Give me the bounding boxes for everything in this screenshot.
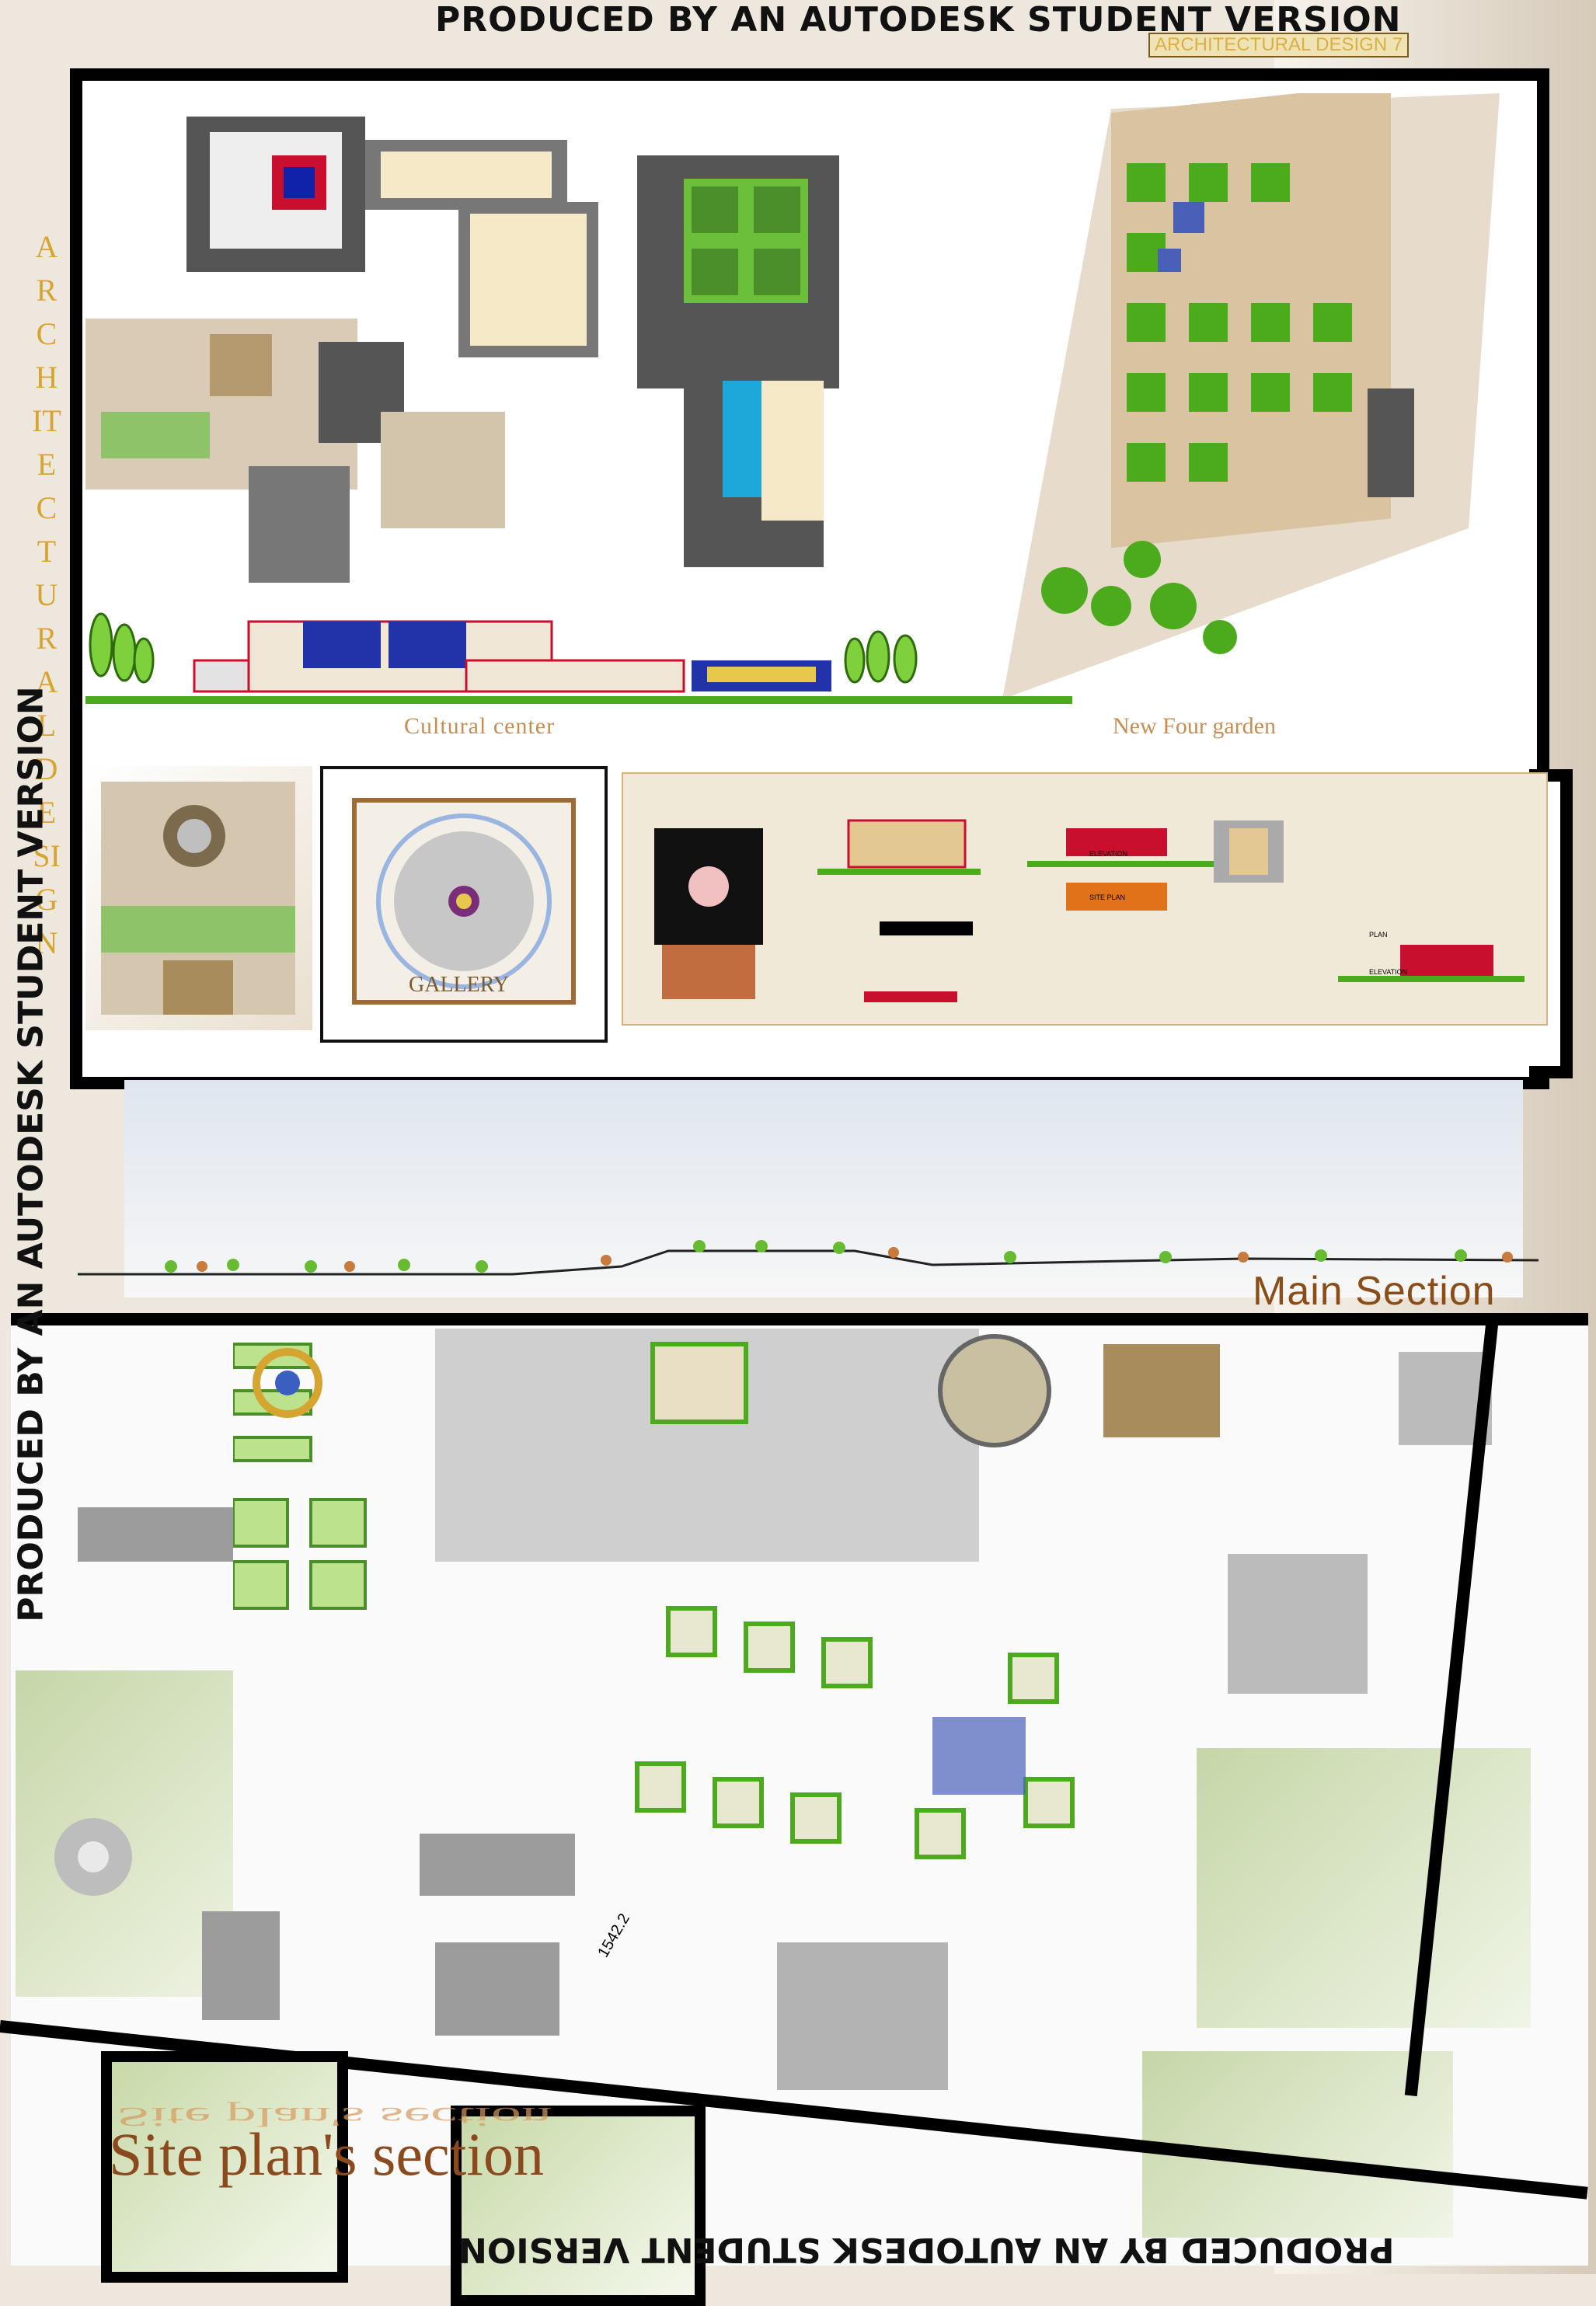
- details-drawings: ELEVATION SITE PLAN PLAN ELEVATION: [654, 819, 1525, 1002]
- details-panel: ELEVATION SITE PLAN PLAN ELEVATION: [622, 772, 1548, 1026]
- course-badge: ARCHITECTURAL DESIGN 7: [1148, 33, 1410, 57]
- cultural-center-elevation: [89, 612, 918, 693]
- courtyard-plan-drawing: [101, 782, 295, 1015]
- elevation-ground: [85, 696, 1072, 704]
- building-block: [1228, 1554, 1368, 1694]
- site-plan-buildings: [233, 1329, 1220, 2090]
- courtyard-plan: [85, 766, 312, 1030]
- elevation-label-2: ELEVATION: [1369, 968, 1407, 976]
- gallery-label: GALLERY: [409, 973, 510, 997]
- watermark-left: PRODUCED BY AN AUTODESK STUDENT VERSION: [11, 686, 51, 1622]
- gallery-plan: GALLERY: [320, 766, 608, 1043]
- building-block: [78, 1507, 233, 1562]
- field-area: [1197, 1748, 1531, 2028]
- main-section-sky: [124, 1080, 1523, 1298]
- four-garden-plan: [1002, 93, 1500, 699]
- section-box: [101, 2051, 348, 2283]
- vertical-title: ARCHITECTURAL DESIGN: [32, 229, 61, 960]
- watermark-bottom: PRODUCED BY AN AUTODESK STUDENT VERSION: [458, 2230, 1395, 2269]
- cultural-center-plan: [85, 117, 839, 583]
- main-section-label: Main Section: [1253, 1269, 1496, 1314]
- elevation-label: ELEVATION: [1089, 850, 1127, 858]
- main-section-drawing: [78, 1240, 1539, 1276]
- roundabout-icon: [253, 1348, 322, 1418]
- building-block: [420, 1834, 575, 1896]
- plan-label: PLAN: [1369, 931, 1388, 939]
- site-plan-label: Site plan's section: [109, 2120, 544, 2188]
- plaza-icon: [54, 1818, 132, 1896]
- cultural-center-label: Cultural center: [404, 713, 556, 739]
- site-plan-label: SITE PLAN: [1089, 893, 1125, 901]
- four-garden-label: New Four garden: [1113, 713, 1276, 739]
- building-block: [202, 1911, 280, 2020]
- gallery-plan-drawing: [352, 798, 576, 1005]
- section-box: [451, 2106, 706, 2306]
- field-area-2: [1142, 2051, 1453, 2238]
- building-block: [435, 1942, 559, 2036]
